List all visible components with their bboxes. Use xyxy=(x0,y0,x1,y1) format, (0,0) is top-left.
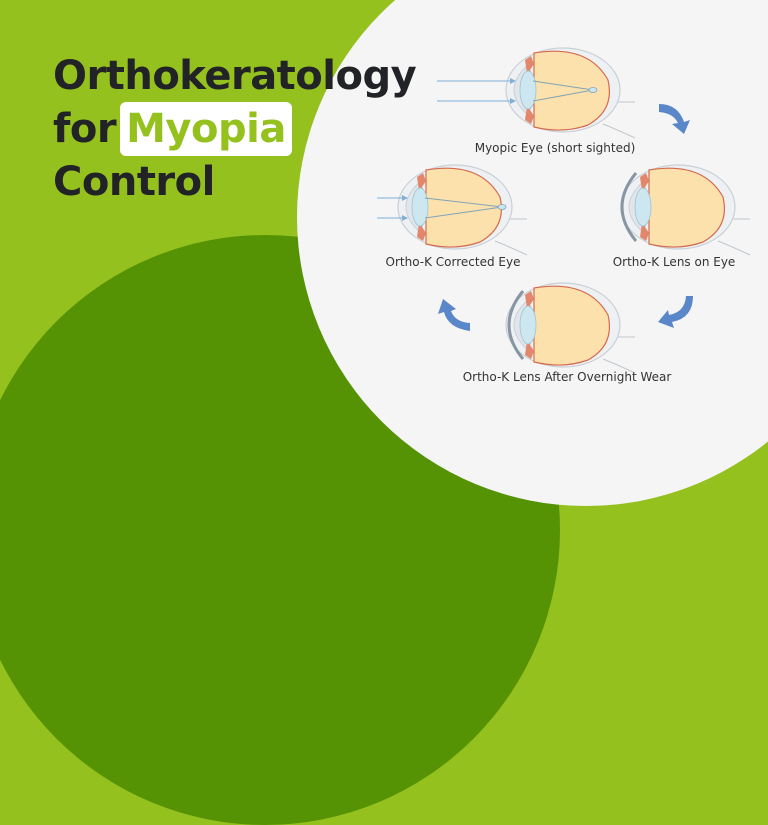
label-after-wear: Ortho-K Lens After Overnight Wear xyxy=(462,370,672,384)
corrected-eye-illustration xyxy=(377,164,528,256)
arrow-down-left-icon xyxy=(658,296,693,328)
lens-on-eye-illustration xyxy=(620,164,751,256)
orthok-cycle-diagram xyxy=(377,47,751,374)
title-for: for xyxy=(53,106,117,152)
myopic-eye-illustration xyxy=(437,47,636,139)
title-line-3: Control xyxy=(53,159,215,205)
label-myopic-eye: Myopic Eye (short sighted) xyxy=(474,141,636,155)
title-highlight-myopia: Myopia xyxy=(120,102,292,156)
arrow-up-left-icon xyxy=(438,299,470,331)
label-lens-on-eye: Ortho-K Lens on Eye xyxy=(612,255,736,269)
arrow-down-right-icon xyxy=(659,104,690,134)
label-corrected-eye: Ortho-K Corrected Eye xyxy=(385,255,521,269)
title-line-1: Orthokeratology xyxy=(53,53,417,99)
after-wear-eye-illustration xyxy=(505,282,636,374)
